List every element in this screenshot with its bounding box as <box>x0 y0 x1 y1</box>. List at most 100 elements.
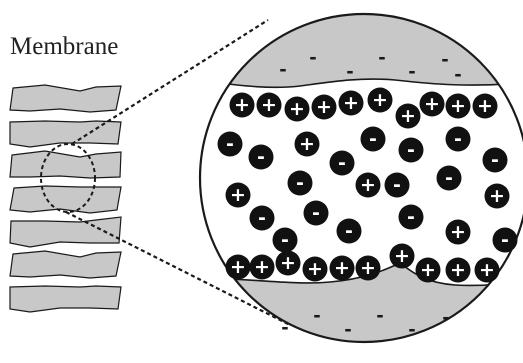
ion-sign: - <box>445 167 453 189</box>
membrane-layer-7 <box>10 286 121 312</box>
ion-sign: + <box>299 133 315 155</box>
ion-sign: + <box>360 174 376 196</box>
negative-ion: - <box>446 127 471 152</box>
ion-sign: - <box>491 149 499 171</box>
ion-sign: + <box>450 259 466 281</box>
negative-ion: - <box>273 228 298 253</box>
ion-sign: - <box>312 202 320 224</box>
ion-sign: - <box>345 220 353 242</box>
ion-sign: + <box>234 94 250 116</box>
ion-sign: + <box>261 94 277 116</box>
negative-ion: - <box>288 171 313 196</box>
wall-negative-charge: - <box>454 65 461 86</box>
wall-negative-charge: - <box>279 60 286 81</box>
positive-ion: + <box>368 88 393 113</box>
positive-ion: + <box>446 220 471 245</box>
negative-ion: - <box>399 205 424 230</box>
wall-negative-charge: - <box>408 320 415 341</box>
ion-sign: + <box>307 258 323 280</box>
ion-sign: + <box>420 259 436 281</box>
ion-sign: - <box>226 133 234 155</box>
positive-ion: + <box>285 97 310 122</box>
negative-ion: - <box>304 201 329 226</box>
ion-sign: + <box>394 245 410 267</box>
ion-sign: + <box>230 256 246 278</box>
positive-ion: + <box>485 184 510 209</box>
ion-sign: + <box>372 89 388 111</box>
negative-ion: - <box>337 219 362 244</box>
wall-negative-charge: - <box>309 48 316 69</box>
ion-sign: - <box>296 172 304 194</box>
membrane-layer-1 <box>10 85 121 112</box>
membrane-layer-3 <box>10 151 121 178</box>
membrane-layer-2 <box>10 121 121 147</box>
wall-negative-charge: - <box>441 50 448 71</box>
wall-negative-charge: - <box>376 306 383 327</box>
positive-ion: + <box>420 92 445 117</box>
wall-negative-charge: - <box>281 318 288 339</box>
ion-sign: + <box>254 256 270 278</box>
ion-sign: - <box>393 174 401 196</box>
ion-sign: - <box>338 152 346 174</box>
positive-ion: + <box>356 173 381 198</box>
ion-sign: - <box>407 206 415 228</box>
ion-sign: + <box>280 252 296 274</box>
ion-sign: + <box>400 105 416 127</box>
positive-ion: + <box>330 256 355 281</box>
positive-ion: + <box>473 94 498 119</box>
ion-sign: + <box>334 257 350 279</box>
positive-ion: + <box>295 132 320 157</box>
ion-sign: + <box>230 184 246 206</box>
negative-ion: - <box>493 228 518 253</box>
ion-sign: + <box>450 221 466 243</box>
ion-sign: - <box>281 229 289 251</box>
wall-negative-charge: - <box>346 62 353 83</box>
positive-ion: + <box>230 93 255 118</box>
positive-ion: + <box>276 251 301 276</box>
positive-ion: + <box>446 258 471 283</box>
membrane-layer-4 <box>10 186 121 213</box>
negative-ion: - <box>250 206 275 231</box>
negative-ion: - <box>330 151 355 176</box>
wall-negative-charge: - <box>344 320 351 341</box>
positive-ion: + <box>446 94 471 119</box>
ion-sign: - <box>407 139 415 161</box>
negative-ion: - <box>218 132 243 157</box>
positive-ion: + <box>250 255 275 280</box>
wall-negative-charge: - <box>313 306 320 327</box>
membrane-layer-6 <box>10 251 121 278</box>
lower-pore-wall <box>195 263 523 363</box>
ion-sign: + <box>479 259 495 281</box>
negative-ion: - <box>385 173 410 198</box>
ion-sign: + <box>289 98 305 120</box>
wall-negative-charge: - <box>442 308 449 329</box>
positive-ion: + <box>390 244 415 269</box>
ion-sign: - <box>454 128 462 150</box>
ion-sign: - <box>369 128 377 150</box>
ion-sign: + <box>360 257 376 279</box>
ion-sign: - <box>258 207 266 229</box>
positive-ion: + <box>356 256 381 281</box>
ion-sign: + <box>424 93 440 115</box>
ion-sign: + <box>316 96 332 118</box>
ion-sign: - <box>257 146 265 168</box>
negative-ion: - <box>361 127 386 152</box>
ion-sign: + <box>489 185 505 207</box>
negative-ion: - <box>399 138 424 163</box>
membrane-stack <box>10 85 121 312</box>
positive-ion: + <box>475 258 500 283</box>
ion-sign: + <box>477 95 493 117</box>
positive-ion: + <box>257 93 282 118</box>
ion-sign: - <box>501 229 509 251</box>
positive-ion: + <box>312 95 337 120</box>
positive-ion: + <box>303 257 328 282</box>
negative-ion: - <box>483 148 508 173</box>
positive-ion: + <box>396 104 421 129</box>
positive-ion: + <box>416 258 441 283</box>
ion-sign: + <box>450 95 466 117</box>
ion-sign: + <box>343 92 359 114</box>
positive-ion: + <box>339 91 364 116</box>
wall-negative-charge: - <box>408 62 415 83</box>
negative-ion: - <box>249 145 274 170</box>
